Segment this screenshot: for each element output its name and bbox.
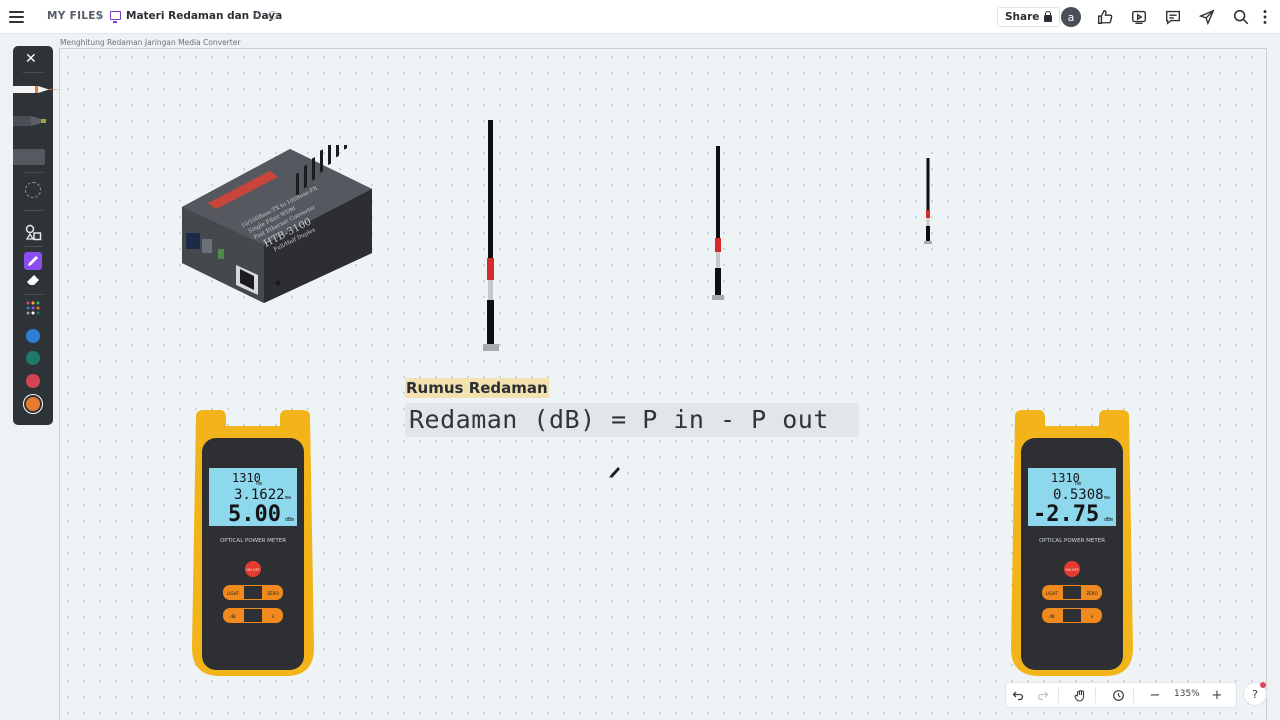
color-swatch-orange[interactable]	[26, 397, 40, 411]
right-wavelength: 1310	[1051, 471, 1080, 485]
right-power-button[interactable]	[1064, 561, 1080, 577]
zoom-toolbar: − 135% +	[1006, 683, 1236, 707]
hand-pan-icon[interactable]	[1069, 683, 1091, 707]
zoom-level[interactable]: 135%	[1174, 689, 1200, 699]
highlighter-tool[interactable]	[13, 114, 57, 128]
right-zero-button[interactable]: ZERO	[1086, 591, 1097, 596]
search-icon[interactable]	[1231, 7, 1251, 27]
pen-cursor-icon	[609, 467, 620, 478]
right-light-button[interactable]: LIGHT	[1046, 591, 1059, 596]
formula-heading[interactable]: Rumus Redaman	[405, 378, 549, 398]
user-avatar[interactable]: a	[1061, 7, 1081, 27]
toolbar-divider	[23, 246, 43, 247]
left-db-button[interactable]: dB	[230, 614, 236, 619]
lasso-icon[interactable]	[25, 182, 41, 198]
eraser-tool[interactable]	[13, 148, 45, 166]
history-icon[interactable]	[1107, 683, 1129, 707]
left-power-button-label: ON OFF	[246, 568, 259, 572]
power-meter-right[interactable]: 1310 nm 0.5308 mw -2.75 dBm OPTICAL POWE…	[1009, 408, 1135, 680]
star-icon[interactable]: ☆	[252, 8, 263, 22]
more-options-icon[interactable]	[1258, 7, 1272, 27]
right-power-dbm-unit: dBm	[1104, 517, 1113, 523]
undo-icon[interactable]	[1007, 683, 1029, 707]
color-swatch-red[interactable]	[26, 374, 40, 388]
left-wavelength-unit: nm	[256, 481, 262, 487]
left-power-mw: 3.1622	[234, 487, 285, 503]
lock-icon	[1044, 10, 1053, 22]
left-lambda-button[interactable]: λ	[272, 614, 275, 619]
eraser-icon[interactable]	[25, 273, 41, 287]
right-power-mw-unit: mw	[1104, 495, 1111, 501]
left-wavelength: 1310	[232, 471, 261, 485]
zoom-divider	[1133, 687, 1134, 703]
left-power-dbm: 5.00	[228, 502, 281, 527]
board-settings-icon[interactable]	[268, 11, 277, 20]
signal-bar-large[interactable]	[482, 118, 500, 354]
right-lambda-button[interactable]: λ	[1091, 614, 1094, 619]
zoom-out-button[interactable]: −	[1149, 687, 1161, 703]
left-meter-model: OPTICAL POWER METER	[220, 538, 286, 544]
signal-bar-small[interactable]	[922, 156, 934, 248]
toolbar-divider	[23, 72, 43, 73]
zoom-divider	[1095, 687, 1096, 703]
signal-bar-medium[interactable]	[711, 144, 725, 304]
board-icon	[110, 11, 121, 23]
shapes-icon[interactable]	[25, 224, 42, 241]
close-icon[interactable]: ✕	[25, 51, 37, 67]
breadcrumb-separator: /	[98, 9, 102, 22]
pen-tool[interactable]	[13, 85, 61, 94]
left-power-dbm-unit: dBm	[285, 517, 294, 523]
right-power-dbm: -2.75	[1033, 502, 1099, 527]
redo-icon[interactable]	[1032, 683, 1054, 707]
right-power-mw: 0.5308	[1053, 487, 1104, 503]
zoom-divider	[1058, 687, 1059, 703]
power-meter-left[interactable]: 1310 nm 3.1622 mw 5.00 dBm OPTICAL POWER…	[190, 408, 316, 680]
presentation-icon[interactable]	[1129, 7, 1149, 27]
frame-label: Menghitung Redaman Jaringan Media Conver…	[60, 38, 241, 47]
zoom-in-button[interactable]: +	[1211, 687, 1223, 703]
left-power-button[interactable]	[245, 561, 261, 577]
toolbar-divider	[23, 210, 43, 211]
pencil-icon[interactable]	[24, 252, 42, 270]
right-meter-model: OPTICAL POWER METER	[1039, 538, 1105, 544]
toolbar-divider	[23, 172, 43, 173]
right-power-button-label: ON OFF	[1065, 568, 1078, 572]
color-swatch-teal[interactable]	[26, 351, 40, 365]
left-zero-button[interactable]: ZERO	[267, 591, 278, 596]
drawing-toolbar: ✕	[13, 46, 61, 425]
menu-icon[interactable]	[9, 11, 24, 23]
formula-text[interactable]: Redaman (dB) = P in - P out	[405, 403, 859, 437]
send-icon[interactable]	[1197, 7, 1217, 27]
help-button[interactable]: ?	[1244, 683, 1266, 705]
color-palette-icon[interactable]	[25, 300, 41, 316]
board-title[interactable]: Materi Redaman dan Daya	[126, 10, 283, 22]
comment-icon[interactable]	[1163, 7, 1183, 27]
right-wavelength-unit: nm	[1075, 481, 1081, 487]
notification-dot	[1260, 682, 1266, 688]
left-power-mw-unit: mw	[285, 495, 292, 501]
media-converter-image[interactable]: 10/100Base-TX to 100Base-FX Single Fiber…	[178, 145, 376, 305]
thumbs-up-icon[interactable]	[1095, 7, 1115, 27]
breadcrumb-my-files[interactable]: MY FILES	[47, 10, 104, 22]
right-db-button[interactable]: dB	[1049, 614, 1055, 619]
top-bar: MY FILES / Materi Redaman dan Daya ☆ Sha…	[0, 0, 1280, 34]
share-button-label: Share	[1005, 11, 1040, 23]
color-swatch-blue[interactable]	[26, 329, 40, 343]
left-light-button[interactable]: LIGHT	[227, 591, 240, 596]
share-button[interactable]: Share	[997, 7, 1061, 27]
toolbar-divider	[23, 294, 43, 295]
